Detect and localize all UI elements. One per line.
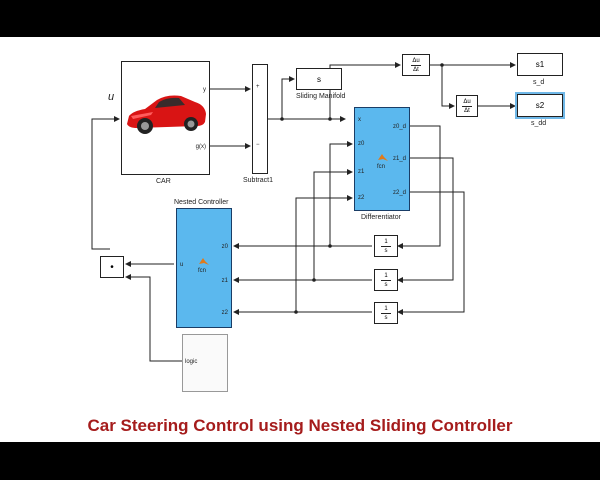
s2-block[interactable]: s2	[515, 92, 565, 119]
signal-lines	[91, 62, 516, 362]
sliding-manifold-label: Sliding Manifold	[296, 93, 346, 100]
derivative-1-fraction: Δu Δt	[411, 58, 421, 73]
s1-label: s_d	[533, 79, 545, 86]
integrator-2-bar	[381, 279, 391, 281]
sliding-manifold-block[interactable]: s	[296, 68, 342, 90]
wire-int2-fb	[313, 169, 353, 280]
derivative-1-den: Δt	[413, 66, 419, 73]
matlab-function-icon	[378, 154, 388, 161]
integrator-3-bar	[381, 312, 391, 314]
derivative-2-num: Δu	[463, 98, 471, 105]
car-port-y: y	[203, 87, 206, 93]
integrator-block-2[interactable]: 1 s	[374, 269, 398, 291]
diff-in-z1: z1	[358, 169, 365, 175]
diff-in-z2: z2	[358, 195, 365, 201]
s2-text: s2	[535, 101, 545, 110]
nested-in-z2: z2	[221, 310, 228, 316]
diff-in-z0: z0	[358, 141, 365, 147]
car-block[interactable]: y g(x)	[121, 61, 210, 175]
nested-controller-label: Nested Controller	[174, 199, 229, 206]
wire-logic-to-product	[125, 274, 182, 362]
differentiator-block[interactable]: x z0 z1 z2 z0_d z1_d z2_d fcn	[354, 107, 410, 211]
wire-u-to-car	[91, 116, 120, 250]
integrator-3-den: s	[384, 314, 388, 321]
wire-z1d	[397, 157, 454, 283]
s2-label: s_dd	[531, 120, 547, 127]
page-title: Car Steering Control using Nested Slidin…	[87, 416, 513, 435]
logic-text: logic	[185, 359, 198, 365]
subtract-minus: −	[256, 142, 260, 148]
subtract-plus: +	[256, 84, 260, 90]
wire-int3-fb	[295, 195, 353, 312]
integrator-2-den: s	[384, 281, 388, 288]
car-input-label: u	[108, 91, 115, 103]
nested-in-z0: z0	[221, 244, 228, 250]
integrator-block-1[interactable]: 1 s	[374, 235, 398, 257]
nested-out-u: u	[180, 262, 184, 268]
product-symbol: •	[110, 261, 114, 273]
integrator-block-3[interactable]: 1 s	[374, 302, 398, 324]
simulink-canvas: u y g(x) CAR + − Subtract1 s Sliding Man…	[0, 37, 600, 442]
car-image	[127, 95, 206, 134]
integrator-2-num: 1	[384, 272, 388, 279]
integrator-1-fraction: 1 s	[381, 239, 391, 254]
logic-block[interactable]: logic	[182, 334, 228, 392]
integrator-3-fraction: 1 s	[381, 306, 391, 321]
nested-fcn: fcn	[198, 268, 207, 274]
integrator-1-num: 1	[384, 238, 388, 245]
nested-in-z1: z1	[221, 278, 228, 284]
wire-to-manifold	[281, 76, 295, 119]
wire-deriv1-to-deriv2	[441, 65, 455, 109]
derivative-block-1[interactable]: Δu Δt	[402, 54, 430, 76]
car-port-gx: g(x)	[195, 144, 206, 150]
integrator-3-num: 1	[384, 305, 388, 312]
integrator-1-den: s	[384, 247, 388, 254]
integrator-1-bar	[381, 245, 391, 247]
nested-controller-block[interactable]: z0 z1 z2 u fcn	[176, 208, 232, 328]
wire-to-derivative1	[329, 62, 401, 119]
matlab-function-icon	[199, 258, 209, 265]
derivative-block-2[interactable]: Δu Δt	[456, 95, 478, 117]
wire-int1-fb	[329, 141, 353, 246]
subtract-label: Subtract1	[243, 177, 273, 184]
subtract-block[interactable]: + −	[252, 64, 268, 174]
product-block[interactable]: •	[100, 256, 124, 278]
s1-text: s1	[535, 60, 545, 69]
wire-z2d	[397, 191, 465, 315]
sliding-manifold-text: s	[317, 74, 321, 84]
derivative-1-num: Δu	[412, 57, 420, 64]
s1-block[interactable]: s1	[517, 53, 563, 76]
integrator-2-fraction: 1 s	[381, 273, 391, 288]
diff-fcn: fcn	[377, 164, 386, 170]
diff-in-x: x	[358, 117, 361, 123]
derivative-2-bar	[462, 105, 472, 107]
wire-z0d	[397, 125, 441, 249]
derivative-2-den: Δt	[464, 107, 470, 114]
diff-out-z1d: z1_d	[392, 156, 406, 162]
derivative-1-bar	[411, 64, 421, 66]
car-label: CAR	[156, 178, 171, 185]
diff-out-z0d: z0_d	[392, 124, 406, 130]
diff-out-z2d: z2_d	[392, 190, 406, 196]
differentiator-label: Differentiator	[361, 214, 401, 221]
derivative-2-fraction: Δu Δt	[462, 99, 472, 114]
